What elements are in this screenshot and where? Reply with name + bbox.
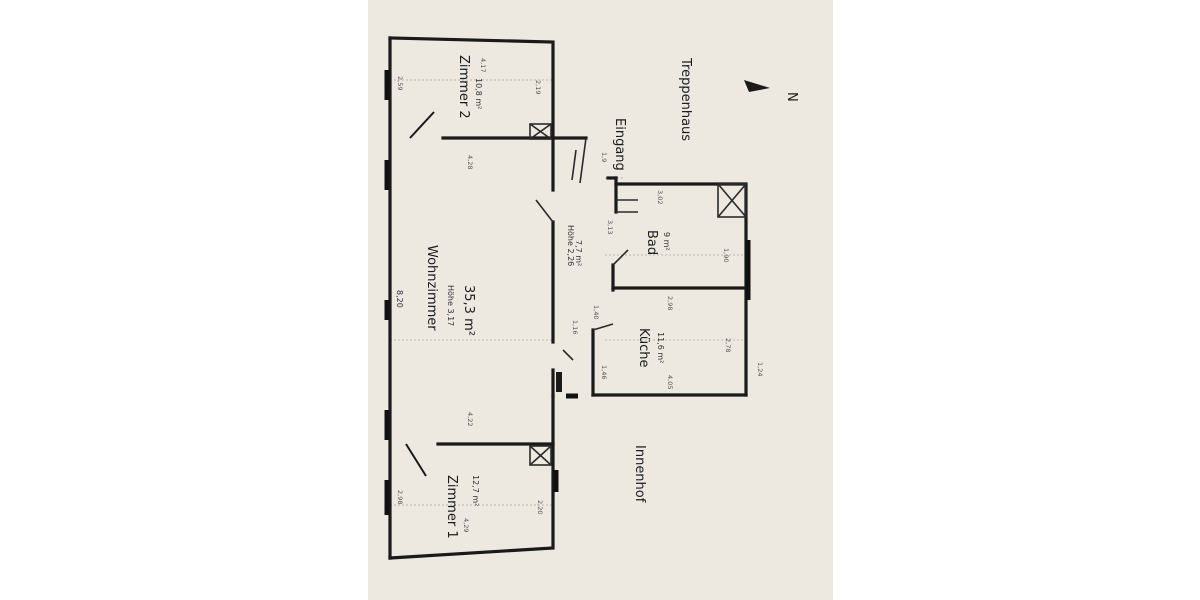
floor-plan-sheet: N Zimmer 2 10,8 m² 4,17 2,59 2,19 4,28 W… xyxy=(368,0,833,600)
flur-dim2: 1,40 xyxy=(592,305,600,319)
wohnzimmer-height: Höhe 3,17 xyxy=(446,285,455,326)
bad-walls xyxy=(611,182,748,292)
windows xyxy=(384,70,751,515)
flur-height: Höhe 2,26 xyxy=(566,225,575,266)
bad-dim1: 3,02 xyxy=(656,190,664,204)
flur-dim1: 1,9 xyxy=(600,152,608,162)
bad-dim2: 1,90 xyxy=(722,248,730,262)
zimmer1-area: 12,7 m² xyxy=(471,475,480,506)
kueche-area: 11,6 m² xyxy=(656,332,665,363)
zimmer1-dim2: 2,20 xyxy=(536,500,544,514)
zimmer2-dim3: 4,28 xyxy=(466,155,474,169)
kueche-dim3: 2,98 xyxy=(666,296,674,310)
zimmer2-dim1: 2,59 xyxy=(396,76,404,90)
eingang-label: Eingang xyxy=(612,118,627,171)
wohnzimmer-length: 8,20 xyxy=(395,290,404,308)
treppenhaus-label: Treppenhaus xyxy=(678,57,693,141)
bad-area: 9 m² xyxy=(662,232,671,251)
kueche-name: Küche xyxy=(636,328,651,368)
zimmer2-width: 4,17 xyxy=(479,58,487,72)
kueche-dim4: 1,24 xyxy=(756,362,764,376)
wohnzimmer-name: Wohnzimmer xyxy=(424,245,439,331)
bad-dim3: 3,13 xyxy=(606,220,614,234)
shaft-zimmer1 xyxy=(529,445,552,466)
zimmer1-name: Zimmer 1 xyxy=(444,475,459,539)
shaft-zimmer2 xyxy=(529,123,552,140)
kueche-dim5: 1,46 xyxy=(600,365,608,379)
shaft-bad xyxy=(717,183,747,218)
construction-lines xyxy=(390,79,748,506)
wohnzimmer-area: 35,3 m² xyxy=(461,285,476,336)
zimmer1-width: 4,29 xyxy=(462,518,470,532)
flur-area: 7,7 m² xyxy=(574,240,583,266)
outer-walls xyxy=(388,36,555,560)
kueche-walls xyxy=(562,286,748,397)
innenhof-label: Innenhof xyxy=(632,445,647,503)
floor-plan: N Zimmer 2 10,8 m² 4,17 2,59 2,19 4,28 W… xyxy=(384,36,799,560)
north-label: N xyxy=(784,92,799,102)
zimmer2-dim2: 2,19 xyxy=(534,80,542,94)
zimmer2-name: Zimmer 2 xyxy=(456,55,471,119)
zimmer2-area: 10,8 m² xyxy=(474,78,483,109)
kueche-dim1: 4,05 xyxy=(666,375,674,389)
north-arrow-icon xyxy=(744,80,770,92)
wohnzimmer-dim1: 4,22 xyxy=(466,412,474,426)
kueche-dim2: 2,78 xyxy=(724,338,732,352)
flur-dim3: 1,16 xyxy=(571,320,579,334)
zimmer1-dim1: 2,98 xyxy=(396,490,404,504)
interior-walls xyxy=(436,136,555,446)
bad-name: Bad xyxy=(644,230,659,255)
doors xyxy=(405,111,435,477)
